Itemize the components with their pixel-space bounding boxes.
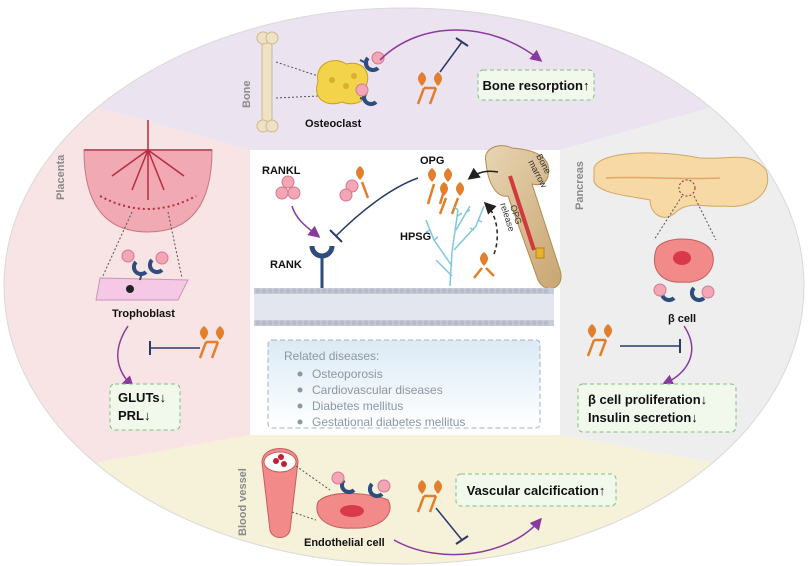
disease-bullet <box>297 387 303 393</box>
bone-outcome-text: Bone resorption↑ <box>483 78 590 93</box>
opg-icon-pancreas <box>586 324 612 357</box>
placenta-activation-arrow <box>117 325 135 389</box>
rankl-to-rank-arrow <box>291 205 321 238</box>
disease-bullet <box>297 371 303 377</box>
rankl-trimer-icon <box>275 175 301 200</box>
placenta-outcome-line2: PRL↓ <box>118 408 151 423</box>
center-mechanism: RANKL RANK OPG <box>254 145 562 429</box>
vessel-activation-arrow <box>393 517 542 556</box>
vessel-label: Blood vessel <box>237 468 249 536</box>
trophoblast-icon <box>95 277 189 301</box>
opg-rankl-complex-icon <box>339 166 370 202</box>
opg-inhibits-rank-line <box>335 177 419 237</box>
opg-icon-bone <box>416 72 442 105</box>
bone-marrow-icon <box>484 145 562 290</box>
disease-item: Osteoporosis <box>312 367 383 381</box>
rank-rankl-complex-icon <box>355 51 385 107</box>
opg-bound-hpsg-icon <box>473 252 495 279</box>
hpsg-proteoglycan-icon <box>425 205 485 287</box>
opg-icon-placenta <box>198 326 224 359</box>
pancreas-activation-arrow <box>661 325 693 386</box>
hpsg-label: HPSG <box>400 231 431 243</box>
pancreas-section: Pancreas β cell β cell proliferation↓ In… <box>574 152 769 433</box>
opg-dimer-icon <box>426 168 464 215</box>
disease-item: Diabetes mellitus <box>312 399 403 413</box>
vessel-inhibition-line <box>435 507 463 541</box>
disease-item: Cardiovascular diseases <box>312 383 443 397</box>
placenta-outcome-box <box>109 383 181 431</box>
bone-section: Bone Osteoclast <box>241 29 595 133</box>
disease-item: Gestational diabetes mellitus <box>312 415 465 429</box>
placenta-outcome-line1: GLUTs↓ <box>118 390 166 405</box>
trophoblast-label: Trophoblast <box>112 308 175 320</box>
related-diseases-title: Related diseases: <box>284 349 379 363</box>
pancreas-outcome-line1: β cell proliferation↓ <box>588 392 707 407</box>
vessel-section: Blood vessel Endothelial cell Vascular c… <box>237 448 617 556</box>
pancreas-icon <box>593 152 769 218</box>
placenta-label: Placenta <box>55 154 67 200</box>
vessel-outcome-box <box>455 473 617 507</box>
placenta-section: Placenta Trophoblast GLUTs↓ PRL↓ <box>55 120 224 431</box>
pancreas-label: Pancreas <box>574 161 586 210</box>
opg-icon-vessel <box>416 480 442 513</box>
rank-receptor-icon <box>309 245 335 288</box>
endothelial-cell-label: Endothelial cell <box>304 537 385 549</box>
pancreas-outcome-line2: Insulin secretion↓ <box>588 410 698 425</box>
rank-label: RANK <box>270 259 302 271</box>
cell-membrane-icon <box>254 288 554 326</box>
related-diseases-box <box>267 339 541 429</box>
beta-cell-label: β cell <box>668 313 696 325</box>
bone-inhibition-line <box>439 41 463 73</box>
osteoclast-icon <box>316 60 369 105</box>
bone-label: Bone <box>241 81 253 109</box>
bone-outcome-box <box>477 69 595 101</box>
vessel-outcome-text: Vascular calcification↑ <box>467 483 606 498</box>
long-bone-icon <box>256 31 279 133</box>
pancreas-outcome-box <box>577 383 737 433</box>
opg-label: OPG <box>420 155 444 167</box>
rank-rankl-complex-icon-pancreas <box>653 283 715 303</box>
bone-activation-arrow <box>379 29 543 62</box>
disease-bullet <box>297 419 303 425</box>
bone-marrow-to-opg-arrow <box>467 167 499 180</box>
rankl-label: RANKL <box>262 165 301 177</box>
osteoclast-label: Osteoclast <box>305 118 362 130</box>
rank-rankl-complex-icon-vessel <box>331 471 391 499</box>
blood-vessel-icon <box>261 448 299 538</box>
disease-bullet <box>297 403 303 409</box>
outer-oval <box>3 7 805 565</box>
rank-rankl-complex-icon-placenta <box>121 249 169 281</box>
